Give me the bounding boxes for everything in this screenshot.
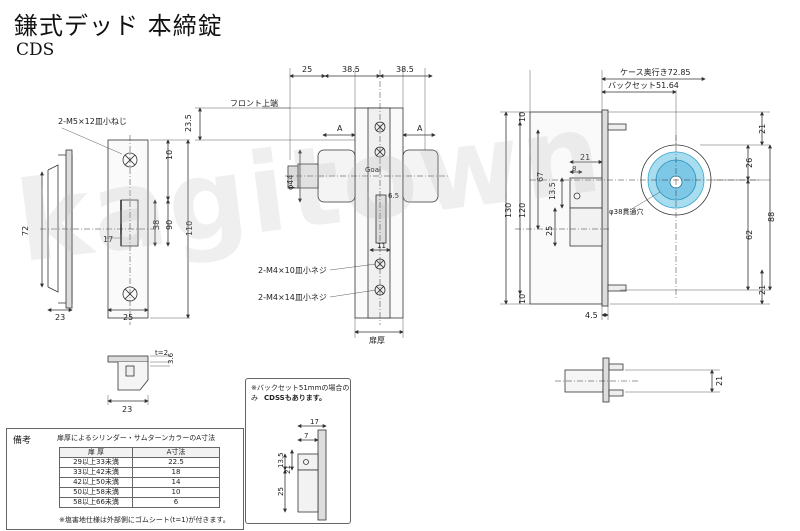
strike-detail-view	[107, 355, 170, 405]
label-25-plate: 25	[123, 313, 133, 322]
label-90: 90	[165, 220, 174, 230]
label-inset-13-5: 13.5	[277, 452, 285, 468]
label-phi44: φ44	[286, 175, 295, 190]
label-130: 130	[504, 203, 513, 218]
label-38-5-right: 38.5	[396, 65, 414, 74]
label-17: 17	[103, 235, 113, 244]
case-view	[500, 70, 772, 320]
label-screw-m4-14: 2-M4×14皿小ネジ	[258, 293, 327, 302]
label-62: 62	[745, 230, 754, 240]
label-67: 67	[536, 172, 545, 182]
label-21-bolt: 21	[715, 376, 724, 386]
label-hole: φ38貫通穴	[609, 207, 644, 216]
label-38-5-left: 38.5	[342, 65, 360, 74]
front-plate-view	[40, 127, 190, 325]
label-10-case-top: 10	[518, 112, 527, 122]
bolt-side-view	[555, 357, 720, 403]
label-t2: t=2	[155, 349, 168, 357]
cell-a: 6	[132, 497, 220, 508]
cell-thickness: 50以上58未満	[59, 487, 133, 498]
label-21-case: 21	[580, 153, 590, 162]
inset-diagram	[283, 424, 327, 521]
label-brand: Goal	[365, 166, 381, 174]
label-a-right: A	[417, 124, 423, 133]
model-code: CDS	[16, 40, 55, 60]
cell-a: 18	[132, 467, 220, 478]
label-inset-25: 25	[277, 487, 285, 496]
label-front-top: フロント上端	[230, 98, 278, 108]
cell-a: 22.5	[132, 457, 220, 468]
label-13-5: 13.5	[548, 182, 557, 200]
label-10-case-bottom: 10	[518, 294, 527, 304]
inset-note-line2: CDSSもあります。	[264, 394, 327, 402]
label-a-left: A	[337, 124, 343, 133]
label-26: 26	[745, 158, 754, 168]
cell-a: 10	[132, 487, 220, 498]
label-screw-m4-10: 2-M4×10皿小ネジ	[258, 266, 327, 275]
label-backset: バックセット51.64	[608, 81, 679, 90]
label-72: 72	[21, 226, 30, 236]
label-23-5: 23.5	[184, 114, 193, 132]
cell-thickness: 33以上42未満	[59, 467, 133, 478]
label-inset-17: 17	[310, 418, 319, 426]
label-screw-m5: 2-M5×12皿小ねじ	[58, 117, 127, 126]
inset-note-line1: ※バックセット51mmの場合のみ	[251, 384, 350, 402]
label-inset-7: 7	[304, 432, 308, 440]
label-23: 23	[55, 313, 65, 322]
label-4-5: 4.5	[585, 311, 598, 320]
label-door-thickness: 扉厚	[369, 335, 385, 345]
label-10-top: 10	[165, 150, 174, 160]
label-110: 110	[185, 221, 194, 236]
label-case-depth: ケース奥行き72.85	[620, 67, 691, 77]
label-38: 38	[152, 220, 161, 230]
page-title: 鎌式デッド 本締錠	[14, 12, 223, 40]
label-25-top: 25	[302, 65, 312, 74]
notes-box: 備考 扉厚によるシリンダー・サムターンカラーのA寸法 扉 厚 A寸法 29以上3…	[6, 428, 244, 530]
cell-thickness: 58以上66未満	[59, 497, 133, 508]
notes-heading: 扉厚によるシリンダー・サムターンカラーのA寸法	[57, 434, 216, 442]
label-11: 11	[377, 242, 386, 250]
cell-thickness: 42以上50未満	[59, 477, 133, 488]
inset-note-box: ※バックセット51mmの場合のみ CDSSもあります。	[245, 378, 351, 524]
label-21-right-bottom: 21	[758, 285, 767, 295]
label-88: 88	[767, 212, 776, 222]
label-inset-21: 21	[284, 465, 292, 474]
label-120: 120	[518, 203, 527, 218]
cell-thickness: 29以上33未満	[59, 457, 133, 468]
label-25-case: 25	[545, 226, 554, 236]
cell-a: 14	[132, 477, 220, 488]
notes-footer: ※塩害地仕様は外部側にゴムシート(t=1)が付きます。	[59, 516, 230, 524]
side-section-view	[195, 68, 450, 338]
label-8: 8	[572, 165, 576, 173]
label-21-right-top: 21	[758, 124, 767, 134]
notes-label: 備考	[13, 436, 32, 446]
label-23-strike: 23	[122, 405, 132, 414]
label-3-6: 3.6	[167, 352, 175, 364]
table-header-thickness: 扉 厚	[59, 447, 133, 458]
label-6-5: 6.5	[388, 192, 399, 200]
table-header-a: A寸法	[132, 447, 220, 458]
